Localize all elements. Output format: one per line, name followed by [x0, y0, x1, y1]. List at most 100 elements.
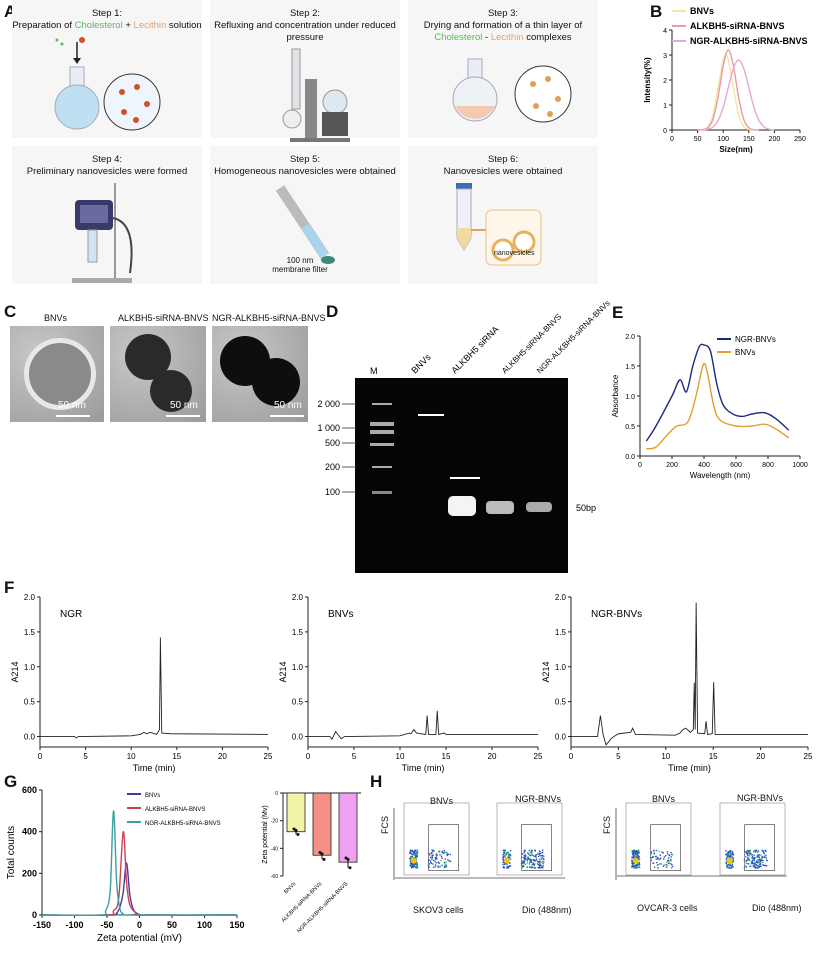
event-dot [756, 860, 758, 862]
event-dot [756, 854, 759, 856]
x-tick-label: 20 [756, 752, 765, 761]
y-tick-label: 1 [663, 103, 667, 110]
event-dot [758, 861, 760, 864]
event-dot [758, 859, 760, 861]
event-dot [669, 862, 672, 865]
event-dot [415, 856, 417, 859]
band-line [418, 414, 444, 416]
gate [744, 824, 775, 871]
step-title: Step 1: [91, 8, 123, 19]
event-dot [502, 849, 505, 851]
event-dot [753, 854, 755, 857]
event-dot [509, 858, 512, 861]
event-dot [731, 866, 733, 868]
event-dot [632, 864, 635, 866]
event-dot [755, 863, 758, 866]
event-dot [502, 863, 504, 866]
event-dot [521, 861, 524, 864]
event-dot [665, 866, 668, 869]
panel-label-c: C [4, 302, 17, 321]
event-dot [447, 853, 450, 855]
event-dot [434, 860, 436, 863]
event-dot [725, 853, 727, 855]
plot-title: BNVs [430, 796, 454, 806]
event-dot [528, 866, 531, 869]
event-dot [731, 864, 734, 866]
event-dot [764, 856, 766, 859]
event-dot [441, 851, 444, 854]
event-dot [531, 852, 533, 855]
event-dot [765, 864, 768, 867]
event-dot [539, 850, 541, 853]
event-dot [443, 861, 446, 864]
y-tick-label: 1.5 [555, 628, 567, 637]
event-dot [748, 859, 751, 862]
event-dot [748, 855, 751, 857]
event-dot [505, 854, 507, 856]
event-dot [751, 853, 753, 856]
event-dot [523, 852, 526, 854]
event-dot [506, 863, 508, 865]
event-dot [509, 865, 512, 867]
series-line [41, 810, 238, 917]
event-dot [415, 854, 417, 856]
event-dot [503, 852, 506, 855]
sirna-band [448, 496, 476, 516]
event-dot [449, 853, 452, 856]
event-dot [532, 863, 535, 866]
event-dot [533, 866, 536, 869]
event-dot [752, 857, 755, 860]
event-dot [637, 862, 640, 864]
event-dot [656, 856, 659, 859]
event-dot [762, 859, 764, 862]
step-5: Step 5: Homogeneous nanovesicles were ob… [210, 146, 400, 284]
event-dot [670, 867, 673, 869]
event-dot [411, 865, 414, 867]
event-dot [528, 863, 531, 865]
event-dot [428, 866, 430, 868]
x-tick-label: 25 [534, 752, 543, 761]
event-dot [502, 866, 505, 869]
event-dot [542, 860, 544, 863]
event-dot [756, 867, 759, 869]
event-dot [758, 856, 761, 859]
marker-label: 200 [325, 462, 340, 472]
flow-plots [393, 802, 787, 880]
event-dot [731, 851, 734, 854]
event-dot [521, 867, 523, 869]
scale-bar-label: 50 nm [274, 400, 302, 411]
y-tick-label: -60 [271, 874, 278, 880]
event-dot [416, 855, 419, 857]
marker-label: 2 000 [317, 399, 340, 409]
event-dot [634, 849, 636, 852]
event-dot [635, 866, 637, 868]
step-4: Step 4: Preliminary nanovesicles were fo… [12, 146, 202, 284]
event-dot [524, 855, 527, 858]
lane-label: M [370, 366, 378, 376]
event-dot [670, 859, 672, 862]
event-dot [506, 853, 508, 855]
event-dot [745, 866, 748, 868]
event-dot [526, 852, 529, 854]
event-dot [727, 867, 730, 869]
event-dot [761, 857, 763, 859]
event-dot [746, 862, 748, 865]
gate [521, 824, 552, 871]
event-dot [637, 854, 639, 857]
event-dot [509, 854, 512, 857]
event-dot [743, 850, 746, 853]
event-dot [761, 849, 763, 852]
step-text: Homogeneous nanovesicles were obtained [214, 166, 396, 177]
y-tick-label: 2.0 [24, 593, 36, 602]
x-tick-label: 400 [698, 462, 710, 469]
y-tick-label: 1.5 [625, 364, 635, 371]
event-dot [409, 864, 411, 866]
x-tick-label: 25 [804, 752, 813, 761]
event-dot [411, 849, 413, 852]
event-dot [637, 856, 640, 859]
event-dot [671, 865, 674, 868]
x-axis-label: Dio (488nm) [752, 903, 802, 913]
event-dot [527, 856, 529, 858]
event-dot [662, 852, 664, 854]
